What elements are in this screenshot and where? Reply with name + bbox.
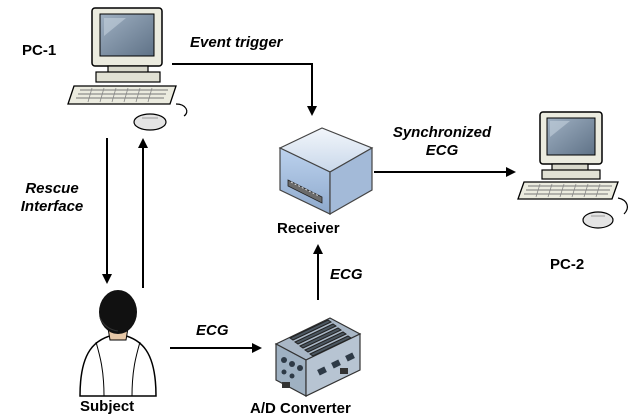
synchronized-ecg-label: Synchronized ECG <box>372 124 512 160</box>
rescue-interface-label: Rescue Interface <box>12 180 92 216</box>
subject-label: Subject <box>80 398 135 415</box>
ecg-converter-receiver-label: ECG <box>330 266 363 283</box>
event-trigger-arrow <box>172 63 317 116</box>
synchronized-label-line1: Synchronized <box>392 124 492 141</box>
pc2-label: PC-2 <box>550 256 585 273</box>
subject-person-icon <box>79 290 157 397</box>
receiver-device-icon <box>278 127 374 216</box>
converter-label: A/D Converter <box>250 400 351 417</box>
rescue-label-line2: Interface <box>20 198 84 215</box>
pc1-computer-icon <box>67 7 188 131</box>
event-trigger-label: Event trigger <box>190 34 283 51</box>
rescue-label-line1: Rescue <box>25 180 79 197</box>
receiver-label: Receiver <box>277 220 340 237</box>
ecg-subject-converter-label: ECG <box>196 322 229 339</box>
pc1-label: PC-1 <box>22 42 57 59</box>
ad-converter-device-icon <box>274 317 362 397</box>
pc2-computer-icon <box>517 111 628 229</box>
synchronized-label-line2: ECG <box>425 142 459 159</box>
